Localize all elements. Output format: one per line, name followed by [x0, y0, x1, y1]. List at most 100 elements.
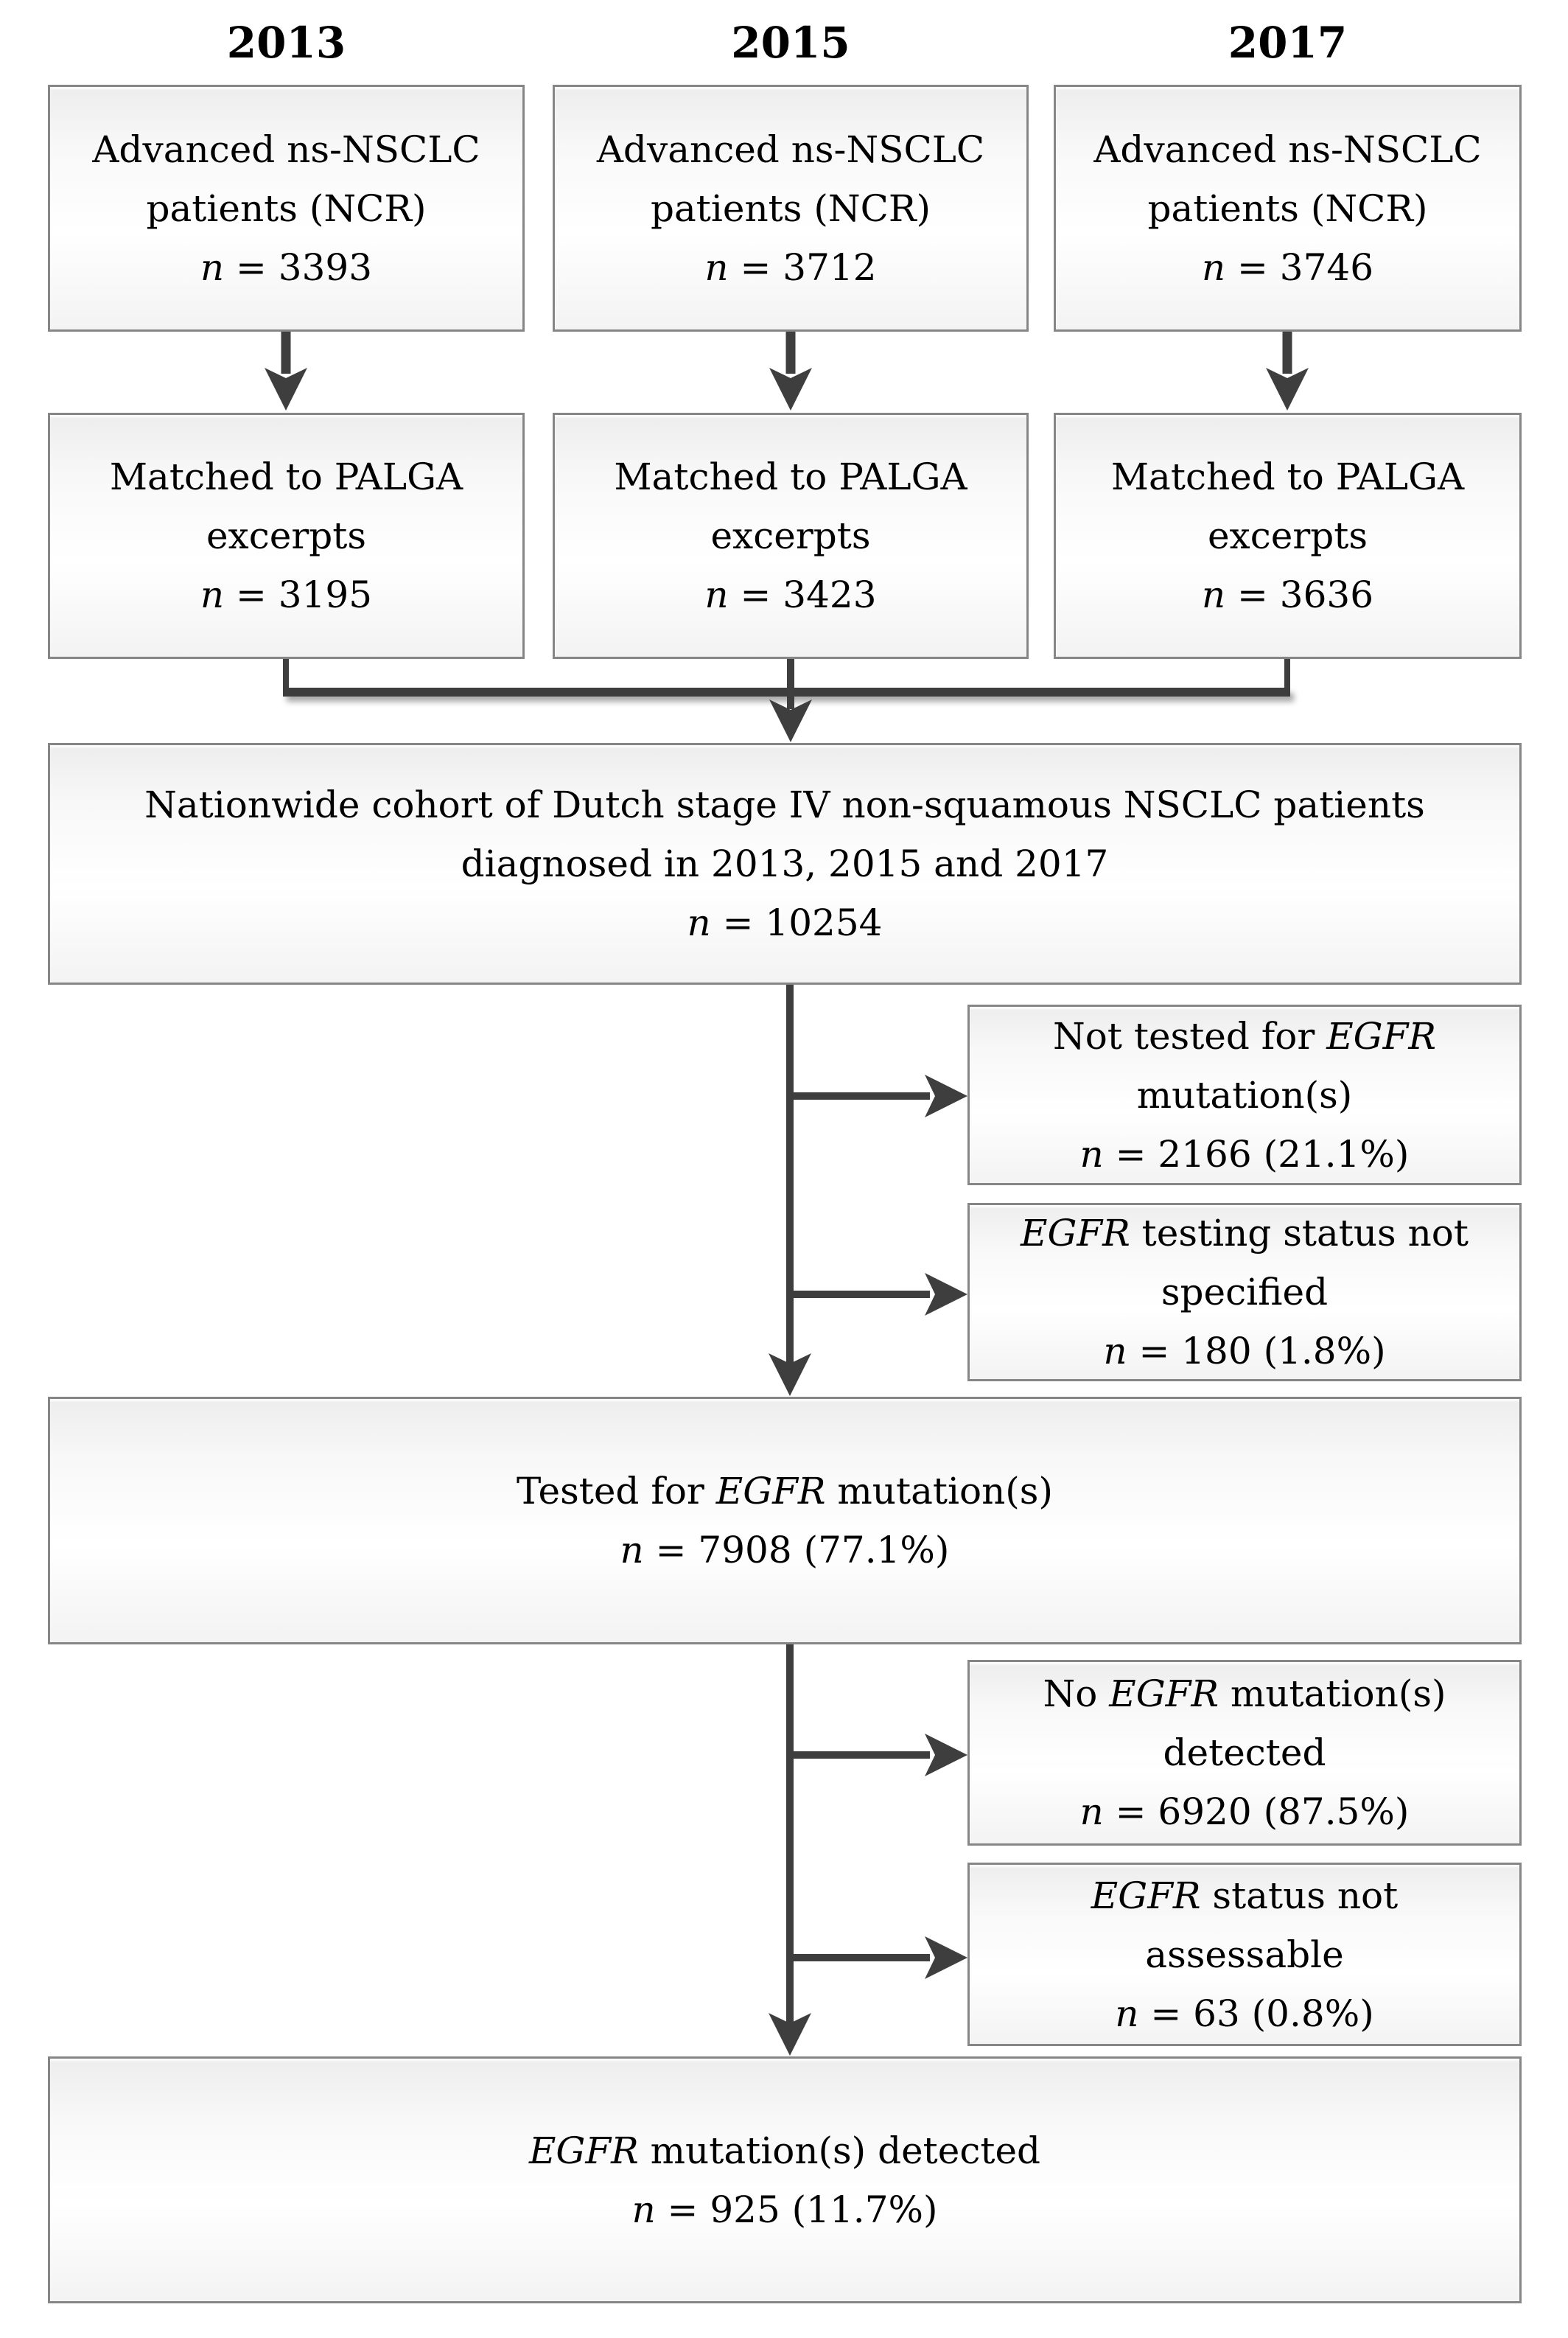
italic-text: n: [620, 1529, 644, 1571]
italic-text: n: [631, 2188, 656, 2231]
box-text-line: n = 3746: [1202, 238, 1373, 297]
text: = 6920 (87.5%): [1103, 1790, 1410, 1833]
box-not-tested-egfr: Not tested for EGFR mutation(s) n = 2166 (…: [967, 1005, 1522, 1185]
year-label-2017: 2017: [1228, 18, 1348, 68]
text: = 3423: [728, 573, 877, 616]
box-text-line: n = 925 (11.7%): [631, 2180, 937, 2239]
text: status not: [1200, 1874, 1399, 1917]
text: diagnosed in 2013, 2015 and 2017: [461, 842, 1109, 885]
box-text-line: n = 3712: [704, 238, 876, 297]
box-text-line: mutation(s): [1137, 1066, 1353, 1125]
arrow-ncr-2017-to-palga: [1266, 332, 1309, 411]
merge-connector: [283, 657, 1290, 742]
text: mutation(s): [1136, 1073, 1353, 1117]
box-text-line: n = 3393: [200, 238, 372, 297]
box-advanced-nsclc-2017: Advanced ns-NSCLC patients (NCR) n = 3746: [1054, 85, 1522, 332]
text: detected: [1163, 1731, 1326, 1774]
box-text-line: patients (NCR): [1147, 179, 1427, 238]
italic-text: n: [1201, 573, 1226, 616]
box-text-line: n = 63 (0.8%): [1115, 1984, 1373, 2043]
box-text-line: EGFR status not: [1091, 1866, 1398, 1925]
text: = 925 (11.7%): [655, 2188, 938, 2231]
box-text-line: n = 3195: [200, 565, 372, 624]
text: patients (NCR): [650, 186, 931, 230]
box-tested-egfr: Tested for EGFR mutation(s)n = 7908 (77.…: [48, 1397, 1522, 1644]
box-advanced-nsclc-2013: Advanced ns-NSCLC patients (NCR) n = 3393: [48, 85, 525, 332]
text: assessable: [1145, 1933, 1344, 1976]
text: excerpts: [1207, 514, 1368, 557]
italic-text: n: [1115, 1992, 1139, 2035]
box-text-line: n = 10254: [687, 893, 883, 952]
text: = 3712: [728, 245, 877, 289]
branch-arrow-no-mutation: [790, 1734, 967, 1776]
box-text-line: EGFR mutation(s) detected: [529, 2121, 1040, 2180]
text: Advanced ns-NSCLC: [92, 128, 480, 171]
box-text-line: n = 2166 (21.1%): [1080, 1125, 1410, 1184]
italic-text: n: [704, 573, 729, 616]
text: Not tested for: [1053, 1014, 1327, 1058]
box-text-line: patients (NCR): [146, 179, 426, 238]
text: = 7908 (77.1%): [643, 1529, 950, 1571]
box-text-line: Advanced ns-NSCLC: [1093, 120, 1481, 179]
box-text-line: n = 7908 (77.1%): [620, 1521, 950, 1580]
year-label-2013: 2013: [226, 18, 346, 68]
box-text-line: Advanced ns-NSCLC: [597, 120, 984, 179]
box-text-line: assessable: [1145, 1925, 1343, 1984]
text: = 63 (0.8%): [1138, 1992, 1374, 2035]
italic-text: n: [1201, 245, 1226, 289]
text: = 2166 (21.1%): [1103, 1132, 1410, 1176]
text: = 3195: [224, 573, 373, 616]
text: patients (NCR): [1147, 186, 1428, 230]
box-text-line: Nationwide cohort of Dutch stage IV non-…: [144, 775, 1425, 834]
box-text-line: excerpts: [1208, 506, 1368, 565]
box-text-line: diagnosed in 2013, 2015 and 2017: [461, 834, 1109, 893]
box-text-line: n = 6920 (87.5%): [1080, 1782, 1410, 1841]
italic-text: EGFR: [1091, 1874, 1201, 1917]
italic-text: EGFR: [528, 2129, 639, 2172]
text: patients (NCR): [146, 186, 427, 230]
arrow-ncr-2015-to-palga: [769, 332, 812, 411]
text: excerpts: [206, 514, 367, 557]
box-text-line: Matched to PALGA: [110, 447, 463, 506]
box-text-line: n = 180 (1.8%): [1103, 1322, 1385, 1381]
italic-text: n: [687, 901, 711, 944]
box-no-egfr-mutation: No EGFR mutation(s) detected n = 6920 (87.…: [967, 1660, 1522, 1846]
italic-text: EGFR: [1020, 1212, 1130, 1255]
italic-text: n: [1103, 1330, 1127, 1372]
italic-text: n: [704, 245, 729, 289]
italic-text: n: [200, 245, 225, 289]
year-label-2015: 2015: [731, 18, 850, 68]
box-palga-2015: Matched to PALGA excerpts n = 3423: [553, 413, 1029, 659]
box-advanced-nsclc-2015: Advanced ns-NSCLC patients (NCR) n = 3712: [553, 85, 1029, 332]
text: Advanced ns-NSCLC: [1093, 128, 1482, 171]
box-text-line: Advanced ns-NSCLC: [92, 120, 480, 179]
box-text-line: No EGFR mutation(s): [1043, 1664, 1446, 1723]
text: Nationwide cohort of Dutch stage IV non-…: [144, 784, 1425, 826]
text: = 3746: [1225, 245, 1374, 289]
text: = 180 (1.8%): [1127, 1330, 1386, 1372]
text: mutation(s): [825, 1470, 1053, 1512]
text: mutation(s): [1219, 1672, 1446, 1715]
box-nationwide-cohort: Nationwide cohort of Dutch stage IV non-…: [48, 743, 1522, 985]
box-text-line: specified: [1161, 1263, 1328, 1322]
italic-text: n: [1079, 1132, 1104, 1176]
box-text-line: Matched to PALGA: [614, 447, 967, 506]
arrow-cohort-to-tested: [769, 983, 811, 1396]
text: Matched to PALGA: [614, 456, 967, 498]
box-text-line: Not tested for EGFR: [1053, 1007, 1436, 1066]
box-text-line: patients (NCR): [651, 179, 931, 238]
box-text-line: excerpts: [710, 506, 870, 565]
branch-arrow-not-assessable: [790, 1936, 967, 1979]
italic-text: EGFR: [715, 1470, 826, 1512]
box-text-line: n = 3636: [1202, 565, 1373, 624]
italic-text: EGFR: [1109, 1672, 1219, 1715]
box-text-line: n = 3423: [704, 565, 876, 624]
italic-text: n: [1079, 1790, 1104, 1833]
box-palga-2013: Matched to PALGA excerpts n = 3195: [48, 413, 525, 659]
text: excerpts: [710, 514, 871, 557]
box-text-line: detected: [1163, 1723, 1326, 1782]
italic-text: n: [200, 573, 225, 616]
